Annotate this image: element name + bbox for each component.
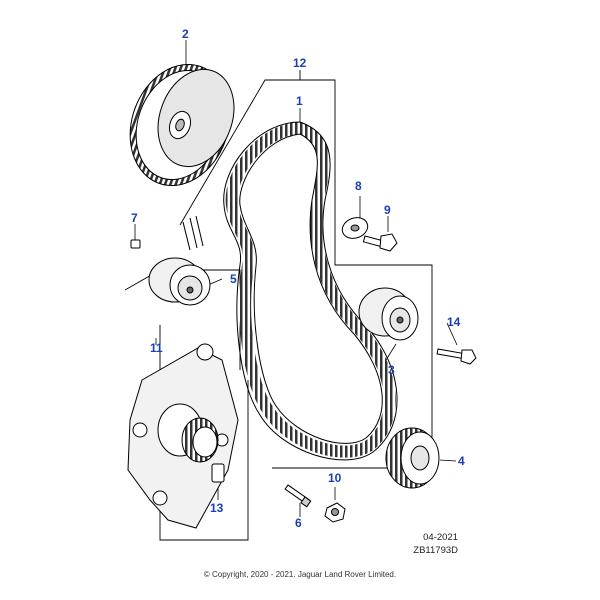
callout-5: 5 (230, 272, 237, 286)
idler-pulley-bolt (436, 348, 477, 365)
idler-bolt (362, 233, 398, 252)
tensioner-nut (324, 502, 346, 523)
dowel-pin (130, 239, 141, 249)
idler-pulley (358, 287, 419, 341)
callout-12: 12 (293, 56, 307, 70)
callout-9: 9 (384, 203, 391, 217)
leader-lines (134, 40, 458, 517)
camshaft-pulley (129, 63, 235, 187)
callout-4: 4 (458, 454, 465, 468)
callout-10: 10 (328, 471, 342, 485)
callout-7: 7 (131, 211, 138, 225)
callout-1: 1 (296, 94, 303, 108)
copyright-notice: © Copyright, 2020 - 2021. Jaguar Land Ro… (203, 570, 397, 579)
callout-8: 8 (355, 179, 362, 193)
callout-2: 2 (182, 27, 189, 41)
timing-belt (223, 121, 398, 461)
callout-13: 13 (210, 501, 224, 515)
callout-3: 3 (388, 363, 395, 377)
tensioner-stud (284, 484, 312, 508)
washer (341, 217, 369, 239)
callout-labels: 1 2 3 4 5 6 7 8 9 10 11 12 13 14 (131, 27, 465, 530)
drawing-code: ZB11793D (413, 545, 458, 556)
crankshaft-sprocket (385, 427, 440, 489)
callout-14: 14 (447, 315, 461, 329)
tensioner-pulley (148, 215, 211, 306)
callout-11: 11 (150, 341, 163, 355)
water-pump-stud (211, 463, 225, 483)
water-pump (127, 343, 239, 529)
date-code: 04-2021 (423, 532, 458, 543)
callout-6: 6 (295, 516, 302, 530)
